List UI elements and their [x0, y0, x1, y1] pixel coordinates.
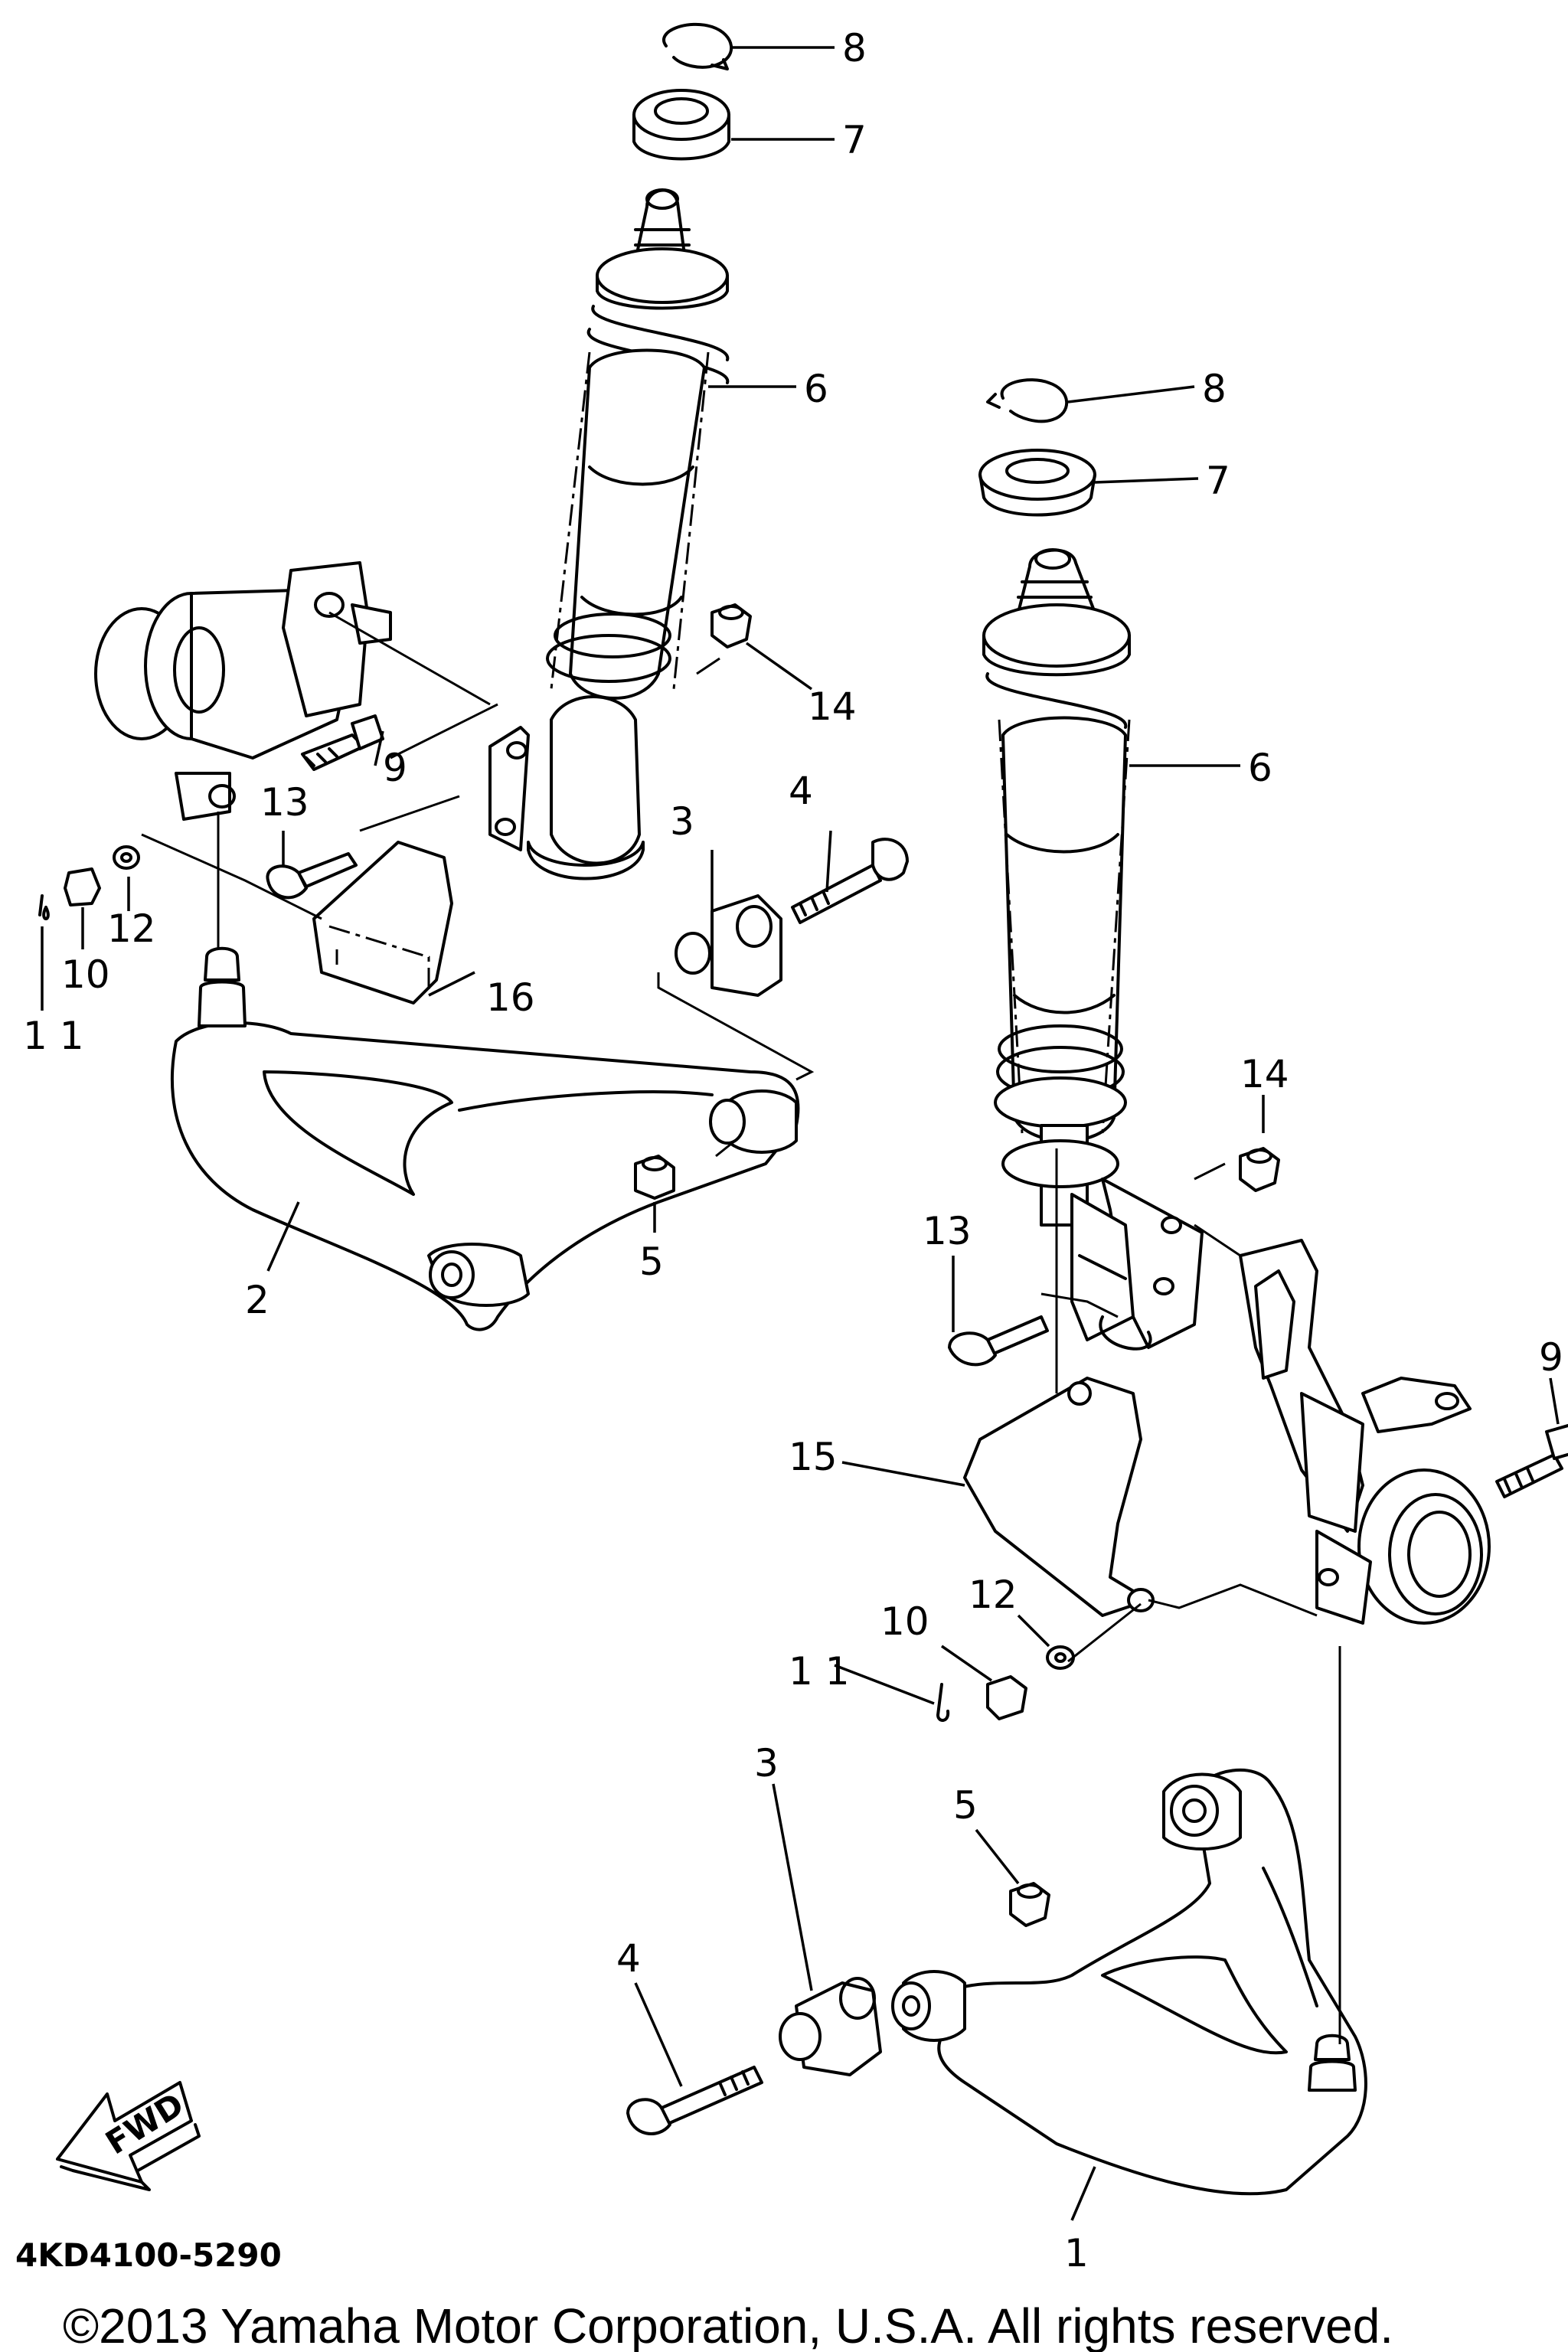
shock-absorber-left: [488, 188, 730, 880]
callout-13-left: 13: [260, 780, 309, 825]
washer-12-right: [1046, 1645, 1075, 1670]
callout-6-left: 6: [804, 367, 828, 411]
shock-absorber-right: [982, 548, 1204, 1351]
callout-labels-left: 8 7 6 14 9 4 3 13 12 10 1 1 16 5 2: [23, 26, 867, 1322]
circlip-right: [986, 378, 1069, 423]
callout-11-right: 1 1: [789, 1649, 850, 1694]
lower-a-arm-1-right: [891, 1768, 1367, 2196]
callout-13-right: 13: [923, 1209, 972, 1253]
right-suspension-assembly: 8 7 6 14 13 9 15 12 10 1 1 5 3 4 1: [616, 367, 1568, 2275]
fwd-arrow: FWD: [56, 2081, 201, 2191]
callout-9-left: 9: [383, 746, 407, 790]
callout-1-right: 1: [1064, 2231, 1089, 2275]
drawing-code: 4KD4100-5290: [15, 2236, 282, 2274]
callout-7-left: 7: [842, 118, 867, 162]
callout-3-left: 3: [670, 799, 694, 844]
callout-leaders-left: [41, 46, 835, 1272]
callout-8-left: 8: [842, 26, 867, 70]
steering-knuckle-right: [1239, 1239, 1491, 1625]
nut-14-right: [1239, 1147, 1280, 1192]
callout-11-left: 1 1: [23, 1014, 84, 1058]
callout-9-right: 9: [1539, 1335, 1563, 1380]
cotter-pin-11-right: [936, 1683, 950, 1722]
callout-6-right: 6: [1248, 746, 1272, 790]
callout-10-left: 10: [61, 952, 110, 997]
nut-5-left: [634, 1155, 675, 1200]
nut-10-left: [64, 867, 101, 906]
bolt-4-right: [626, 2066, 763, 2135]
callout-14-left: 14: [808, 684, 857, 729]
callout-3-right: 3: [754, 1741, 779, 1785]
callout-15-right: 15: [789, 1435, 838, 1479]
bolt-9-left: [301, 714, 384, 771]
spring-seat-left: [632, 89, 730, 161]
callout-5-right: 5: [953, 1783, 978, 1828]
steering-knuckle-left: [94, 561, 392, 821]
bolt-13-left: [266, 852, 358, 900]
callout-7-right: 7: [1206, 459, 1230, 503]
bushing-3-left: [675, 894, 782, 997]
spring-seat-right: [978, 449, 1096, 517]
callout-14-right: 14: [1240, 1052, 1289, 1096]
callout-4-right: 4: [616, 1936, 641, 1981]
cotter-pin-11-left: [38, 894, 50, 920]
bolt-13-right: [948, 1315, 1049, 1367]
callout-12-right: 12: [969, 1573, 1018, 1617]
bolt-9-right: [1495, 1423, 1568, 1498]
callout-8-right: 8: [1202, 367, 1227, 411]
callout-10-right: 10: [880, 1599, 929, 1644]
shield-15-right: [963, 1377, 1155, 1617]
callout-leaders-right: [634, 385, 1560, 2221]
assembly-lines-right: [1040, 1148, 1341, 2044]
left-suspension-assembly: 8 7 6 14 9 4 3 13 12 10 1 1 16 5 2: [23, 22, 909, 1331]
callout-5-left: 5: [639, 1240, 664, 1284]
bushing-3-right: [779, 1977, 882, 2076]
washer-12-left: [113, 845, 140, 870]
callout-16-left: 16: [486, 975, 535, 1020]
nut-14-left: [710, 603, 752, 648]
lower-a-arm-2-left: [170, 946, 800, 1331]
nut-10-right: [986, 1675, 1027, 1720]
assembly-lines-left: [141, 611, 815, 1158]
nut-5-right: [1009, 1882, 1050, 1927]
bolt-4-left: [791, 838, 909, 924]
callout-4-left: 4: [789, 769, 813, 813]
shield-16-left: [312, 841, 453, 1004]
callout-labels-right: 8 7 6 14 13 9 15 12 10 1 1 5 3 4 1: [616, 367, 1563, 2275]
circlip-left: [662, 22, 733, 70]
callout-2-left: 2: [245, 1278, 270, 1322]
callout-12-left: 12: [107, 906, 156, 951]
copyright-notice: ©2013 Yamaha Motor Corporation, U.S.A. A…: [63, 2298, 1393, 2352]
